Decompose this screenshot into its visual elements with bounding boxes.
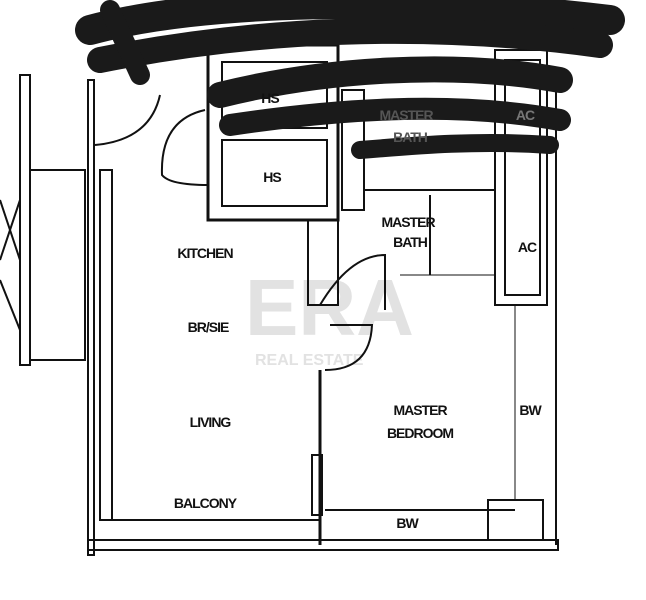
label-master-bath-top: MASTER bbox=[379, 107, 433, 123]
watermark: ERA REAL ESTATE bbox=[245, 263, 414, 369]
label-brsie: BR/SIE bbox=[188, 319, 229, 335]
redaction-scribble bbox=[75, 0, 625, 159]
label-balcony: BALCONY bbox=[174, 495, 238, 511]
label-master-bath-2: BATH bbox=[393, 234, 428, 250]
label-hs: HS bbox=[263, 169, 281, 185]
walls bbox=[0, 43, 559, 556]
label-bw-bottom: BW bbox=[396, 515, 419, 531]
label-living: LIVING bbox=[190, 414, 232, 430]
label-master-bedroom-2: BEDROOM bbox=[387, 425, 453, 441]
svg-text:ERA: ERA bbox=[245, 263, 414, 352]
label-master-bath-top-2: BATH bbox=[393, 129, 428, 145]
label-hs-top: HS bbox=[261, 90, 279, 106]
label-kitchen: KITCHEN bbox=[177, 245, 233, 261]
room-labels: HS MASTER BATH AC HS MASTER BATH AC KITC… bbox=[174, 90, 544, 531]
label-master-bedroom: MASTER bbox=[393, 402, 447, 418]
label-bw-right: BW bbox=[519, 402, 542, 418]
svg-text:REAL ESTATE: REAL ESTATE bbox=[255, 352, 364, 369]
label-master-bath: MASTER bbox=[381, 214, 435, 230]
label-ac: AC bbox=[518, 239, 537, 255]
label-ac-top: AC bbox=[516, 107, 535, 123]
